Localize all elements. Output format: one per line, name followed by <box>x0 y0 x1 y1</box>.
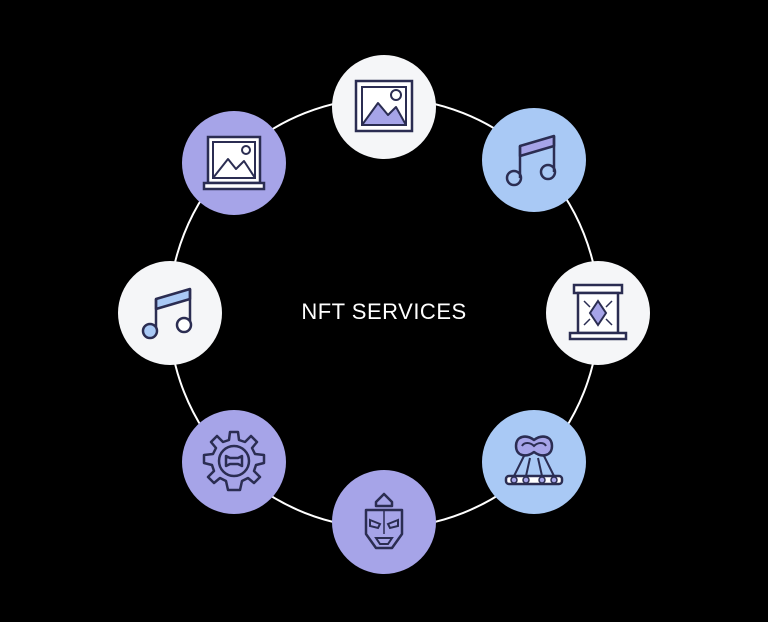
node-top <box>332 55 436 159</box>
image-icon <box>354 79 414 133</box>
node-bottom-left <box>182 410 286 514</box>
node-top-left <box>182 111 286 215</box>
node-left <box>118 261 222 365</box>
framed-image-icon <box>202 135 266 191</box>
center-title: NFT SERVICES <box>301 299 467 324</box>
music-note-icon <box>505 134 557 187</box>
carousel-icon <box>504 435 564 486</box>
gear-icon <box>202 430 266 492</box>
robot-mask-icon <box>364 492 404 550</box>
node-right <box>546 261 650 365</box>
node-top-right <box>482 108 586 212</box>
node-bottom-right <box>482 410 586 514</box>
music-note-icon <box>141 287 193 340</box>
node-bottom <box>332 470 436 574</box>
gem-display-icon <box>568 283 628 341</box>
